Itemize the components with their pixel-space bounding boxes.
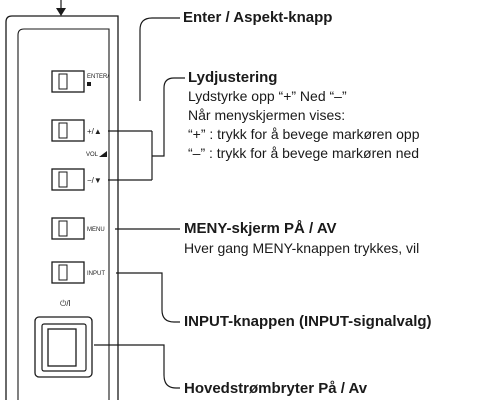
enter-button-label: ENTER/ [87,74,109,80]
sound-callout-line-3: “+” : trykk for å bevege markøren opp [188,126,420,142]
side-panel [5,15,119,400]
leader-lines [94,17,185,389]
aspect-square-icon [87,82,91,86]
volume-down-button[interactable] [51,168,85,191]
power-leader-line [94,344,180,389]
enter-callout-title: Enter / Aspekt-knapp [183,9,333,26]
volume-down-label: −/▼ [87,176,102,185]
down-arrow-icon [56,0,66,16]
menu-callout-line: Hver gang MENY-knappen trykkes, vil [184,240,420,256]
sound-callout-line-1: Lydstyrke opp “+” Ned “–” [188,88,347,104]
sound-callout-line-2: Når menyskjermen vises: [188,107,346,123]
enter-button[interactable] [51,70,85,93]
input-button[interactable] [51,261,85,284]
volume-up-button[interactable] [51,119,85,142]
power-symbol-icon: ⏻/I [60,299,71,308]
vol-label: VOL [86,152,99,158]
input-button-label: INPUT [87,271,105,277]
input-callout-title: INPUT-knappen (INPUT-signalvalg) [184,313,432,330]
volume-up-label: +/▲ [87,127,102,136]
input-leader-line [116,272,180,323]
menu-button-label: MENU [87,227,105,233]
power-switch[interactable] [34,316,93,378]
sound-callout-line-4: “–” : trykk for å bevege markøren ned [188,145,420,161]
sound-leader-line [108,77,185,181]
enter-leader-line [139,17,180,101]
power-callout-title: Hovedstrømbryter På / Av [184,380,368,397]
sound-callout-title: Lydjustering [188,69,278,86]
menu-button[interactable] [51,217,85,240]
menu-callout-title: MENY-skjerm PÅ / AV [184,220,337,237]
volume-wedge-icon [99,151,107,157]
